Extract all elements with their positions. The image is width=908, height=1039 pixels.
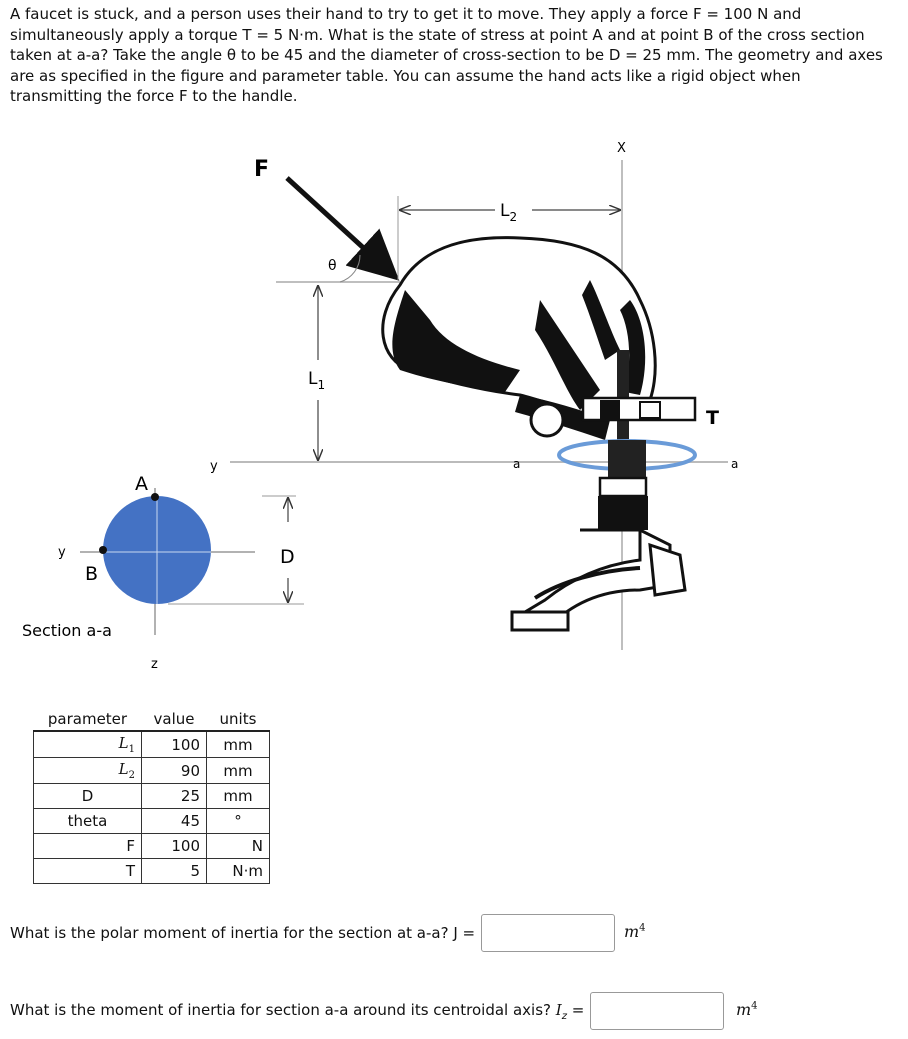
question-polar-moment: What is the polar moment of inertia for … bbox=[10, 914, 616, 952]
a-label-right: a bbox=[731, 457, 738, 471]
point-A-marker bbox=[151, 493, 159, 501]
point-B-label: B bbox=[85, 563, 98, 585]
value-cell: 100 bbox=[141, 833, 207, 859]
faucet-illustration bbox=[510, 350, 697, 632]
force-label: F bbox=[254, 157, 269, 182]
theta-arc bbox=[339, 254, 361, 283]
theta-label: θ bbox=[328, 258, 337, 274]
header-units: units bbox=[206, 708, 270, 732]
section-z-label: z bbox=[151, 657, 158, 672]
unit-cell: ° bbox=[206, 808, 270, 834]
a-label-left: a bbox=[513, 457, 520, 471]
torque-label: T bbox=[706, 407, 719, 429]
question-centroidal-moment: What is the moment of inertia for sectio… bbox=[10, 992, 725, 1030]
unit-cell: mm bbox=[206, 757, 270, 784]
table-row: D 25 mm bbox=[33, 783, 270, 809]
point-A-label: A bbox=[135, 473, 148, 495]
param-cell: L2 bbox=[33, 757, 142, 784]
section-y-label: y bbox=[58, 545, 66, 560]
header-parameter: parameter bbox=[33, 708, 142, 732]
x-label: X bbox=[617, 141, 626, 156]
value-cell: 25 bbox=[141, 783, 207, 809]
parameter-table: parameter value units L1 100 mm L2 90 mm… bbox=[33, 708, 270, 884]
table-row: T 5 N·m bbox=[33, 858, 270, 884]
table-row: theta 45 ° bbox=[33, 808, 270, 834]
question-2-text: What is the moment of inertia for sectio… bbox=[10, 1000, 585, 1022]
value-cell: 90 bbox=[141, 757, 207, 784]
d-label: D bbox=[280, 546, 295, 568]
table-row: F 100 N bbox=[33, 833, 270, 859]
l1-label: L1 bbox=[308, 369, 325, 392]
centroidal-moment-input[interactable] bbox=[590, 992, 725, 1030]
y-axis-label-top: y bbox=[210, 459, 218, 474]
param-cell: T bbox=[33, 858, 142, 884]
q2-unit: m4 bbox=[736, 1000, 758, 1019]
param-cell: theta bbox=[33, 808, 142, 834]
unit-cell: N bbox=[206, 833, 270, 859]
param-cell: L1 bbox=[33, 731, 142, 758]
header-value: value bbox=[141, 708, 207, 732]
unit-cell: mm bbox=[206, 731, 270, 758]
section-caption: Section a-a bbox=[22, 621, 112, 640]
unit-cell: N·m bbox=[206, 858, 270, 884]
q1-unit: m4 bbox=[624, 922, 646, 941]
polar-moment-input[interactable] bbox=[481, 914, 616, 952]
table-row: L2 90 mm bbox=[33, 757, 270, 784]
table-row: L1 100 mm bbox=[33, 731, 270, 758]
force-arrow bbox=[285, 176, 400, 281]
param-cell: F bbox=[33, 833, 142, 859]
value-cell: 45 bbox=[141, 808, 207, 834]
problem-statement: A faucet is stuck, and a person uses the… bbox=[10, 5, 883, 105]
hand-illustration bbox=[381, 236, 657, 440]
point-B-marker bbox=[99, 546, 107, 554]
question-1-text: What is the polar moment of inertia for … bbox=[10, 924, 476, 942]
param-cell: D bbox=[33, 783, 142, 809]
l2-label: L2 bbox=[500, 201, 517, 224]
value-cell: 5 bbox=[141, 858, 207, 884]
value-cell: 100 bbox=[141, 731, 207, 758]
unit-cell: mm bbox=[206, 783, 270, 809]
faucet-figure: F θ L2 X L1 y a a T bbox=[22, 141, 738, 672]
